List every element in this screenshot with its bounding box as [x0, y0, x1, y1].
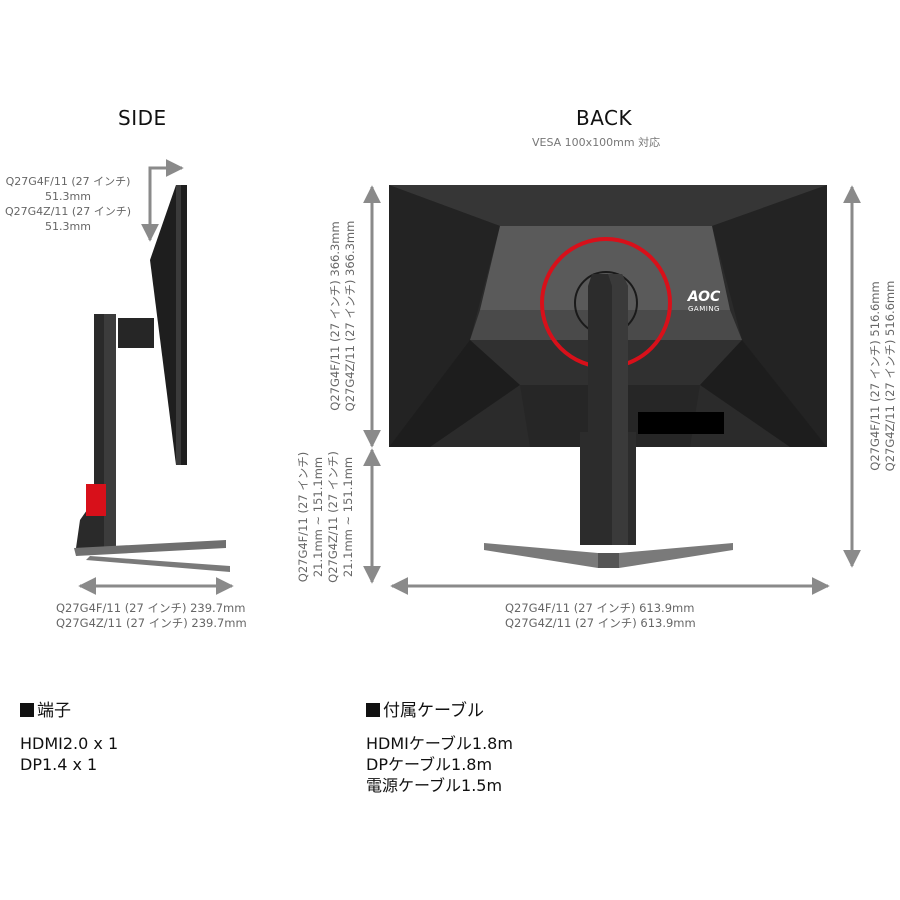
list-item: HDMI2.0 x 1 [20, 734, 119, 753]
side-depth-line-1: Q27G4F/11 (27 インチ) 239.7mm [56, 601, 246, 615]
width-line-1: Q27G4F/11 (27 インチ) 613.9mm [505, 601, 695, 615]
screen-height-line-1: Q27G4F/11 (27 インチ) 366.3mm [328, 221, 342, 411]
total-height-label: Q27G4F/11 (27 インチ) 516.6mm Q27G4Z/11 (27… [868, 276, 900, 476]
tilt-label-2: Q27G4Z/11 (27 インチ) [5, 205, 131, 218]
tilt-label-1: Q27G4F/11 (27 インチ) [5, 175, 131, 188]
vesa-note: VESA 100x100mm 対応 [532, 136, 661, 149]
tilt-value-1: 51.3mm [45, 190, 91, 203]
list-item: 電源ケーブル1.5m [366, 776, 503, 795]
accessories-title: 付属ケーブル [366, 696, 513, 721]
side-monitor-drawing [74, 185, 230, 572]
list-item: DPケーブル1.8m [366, 755, 493, 774]
aoc-logo: AOC GAMING [680, 290, 728, 314]
logo-subtext: GAMING [688, 305, 720, 313]
ports-title: 端子 [20, 696, 118, 721]
ports-list: HDMI2.0 x 1 DP1.4 x 1 [20, 733, 118, 775]
total-height-line-1: Q27G4F/11 (27 インチ) 516.6mm [868, 281, 882, 471]
tilt-dimension-label: Q27G4F/11 (27 インチ) 51.3mm Q27G4Z/11 (27 … [0, 174, 136, 234]
height-adjust-line-1: Q27G4F/11 (27 インチ) [296, 451, 310, 583]
accessories-title-text: 付属ケーブル [383, 701, 484, 721]
height-adjust-line-3: Q27G4Z/11 (27 インチ) [326, 451, 340, 583]
back-heading: BACK [576, 106, 633, 130]
height-adjust-line-4: 21.1mm ~ 151.1mm [341, 456, 355, 578]
list-item: HDMIケーブル1.8m [366, 734, 513, 753]
height-adjust-label: Q27G4F/11 (27 インチ) 21.1mm ~ 151.1mm Q27G… [296, 447, 358, 587]
side-depth-line-2: Q27G4Z/11 (27 インチ) 239.7mm [56, 616, 247, 630]
side-heading: SIDE [118, 106, 167, 130]
logo-text: AOC [687, 289, 721, 305]
total-height-line-2: Q27G4Z/11 (27 インチ) 516.6mm [883, 280, 897, 472]
screen-height-label: Q27G4F/11 (27 インチ) 366.3mm Q27G4Z/11 (27… [328, 216, 360, 416]
side-depth-label: Q27G4F/11 (27 インチ) 239.7mm Q27G4Z/11 (27… [56, 601, 247, 631]
tilt-value-2: 51.3mm [45, 220, 91, 233]
list-item: DP1.4 x 1 [20, 755, 98, 774]
width-label: Q27G4F/11 (27 インチ) 613.9mm Q27G4Z/11 (27… [505, 601, 696, 631]
bullet-square-icon [366, 703, 380, 717]
ports-section: 端子 HDMI2.0 x 1 DP1.4 x 1 [20, 696, 118, 775]
back-monitor-drawing [389, 185, 827, 568]
accessories-section: 付属ケーブル HDMIケーブル1.8m DPケーブル1.8m 電源ケーブル1.5… [366, 696, 513, 796]
ports-title-text: 端子 [37, 701, 71, 721]
screen-height-line-2: Q27G4Z/11 (27 インチ) 366.3mm [343, 220, 357, 412]
accessories-list: HDMIケーブル1.8m DPケーブル1.8m 電源ケーブル1.5m [366, 733, 513, 796]
width-line-2: Q27G4Z/11 (27 インチ) 613.9mm [505, 616, 696, 630]
bullet-square-icon [20, 703, 34, 717]
height-adjust-line-2: 21.1mm ~ 151.1mm [311, 456, 325, 578]
